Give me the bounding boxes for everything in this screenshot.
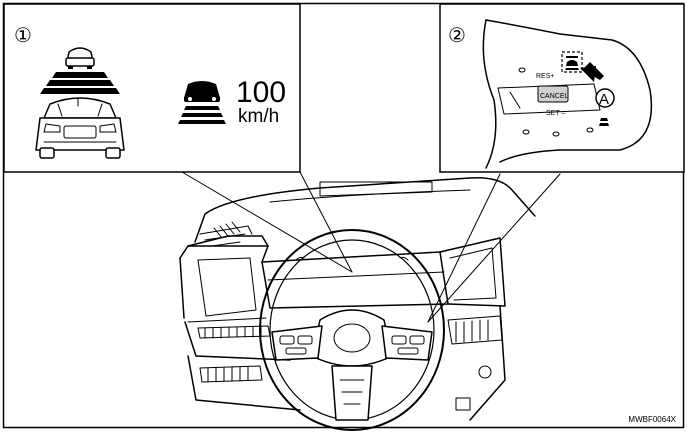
callout-label: A [599, 91, 609, 108]
panel-1-marker: ① [14, 23, 32, 47]
figure-code: MWBF0064X [628, 415, 676, 424]
car-ahead-icon [65, 47, 95, 69]
cancel-label: CANCEL [540, 93, 569, 100]
res-label: RES+ [536, 73, 554, 80]
cruise-switch-highlight [561, 51, 583, 73]
set-speed-value: 100 [236, 76, 286, 109]
cruise-switch-icon [565, 56, 579, 70]
leader-line-panel-1-left [181, 171, 353, 273]
leader-line-panel-2-right [427, 173, 561, 323]
distance-switch-icon [599, 118, 609, 126]
car-lane-icon [178, 81, 226, 124]
steering-wheel [259, 229, 445, 431]
panel-2-steering-switch: ② CANCEL RES+ SET – A [439, 3, 685, 173]
dashboard-illustration [179, 177, 536, 431]
following-distance-bars [40, 72, 120, 94]
leader-line-panel-1-right [299, 171, 353, 273]
own-car-rear-icon [35, 97, 125, 159]
callout-circle [595, 88, 615, 108]
set-label: SET – [546, 110, 565, 117]
set-speed-unit: km/h [238, 106, 279, 127]
left-vent [213, 221, 241, 239]
panel-2-marker: ② [448, 23, 466, 47]
panel-1-meter-display: ① [3, 3, 301, 173]
cancel-switch [537, 85, 569, 103]
leader-line-panel-2-left [427, 173, 501, 323]
